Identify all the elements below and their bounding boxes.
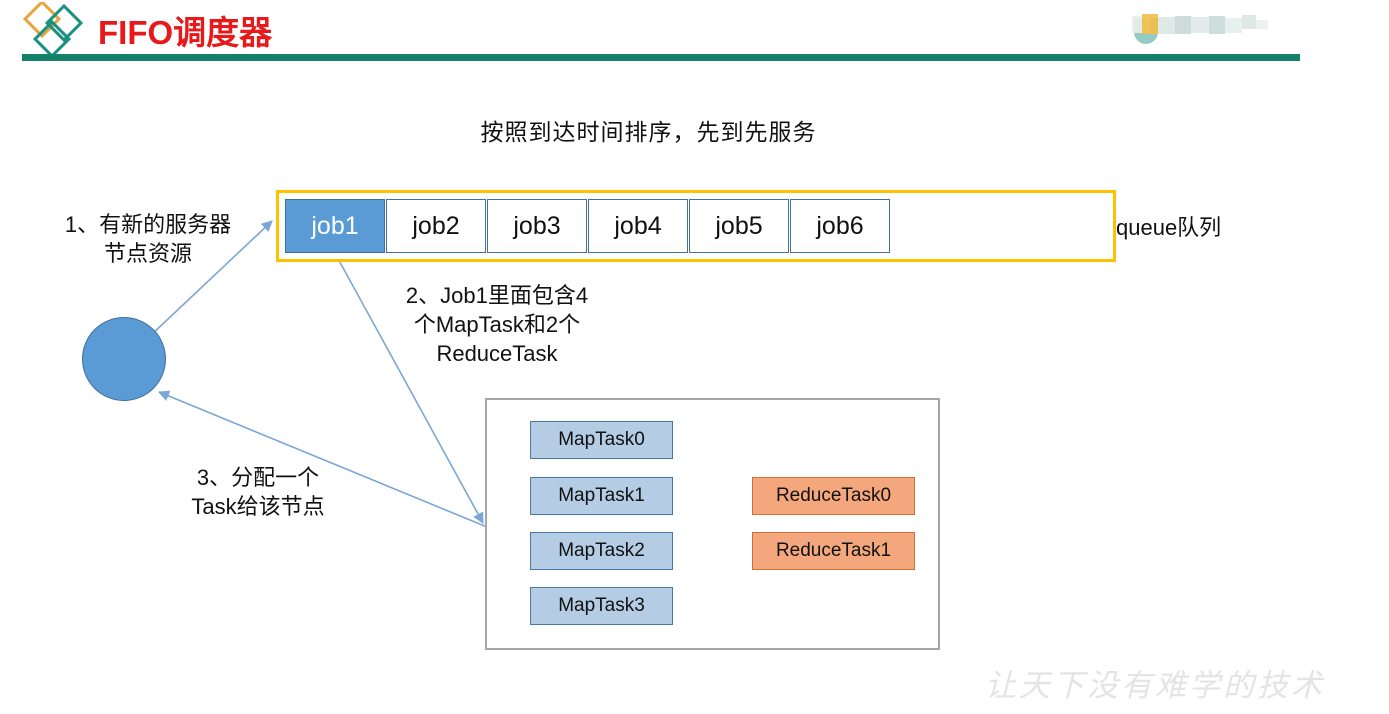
map-task-label: MapTask0 [558,429,645,450]
queue-label: queue队列 [1116,215,1222,240]
queue-cell-job2[interactable]: job2 [386,199,486,253]
map-task-chip[interactable]: MapTask1 [530,477,673,515]
slide-subtitle-text: 按照到达时间排序，先到先服务 [480,119,817,145]
queue-cell-job3[interactable]: job3 [487,199,587,253]
slide-subtitle: 按照到达时间排序，先到先服务 [0,113,1389,147]
map-task-label: MapTask3 [558,595,645,616]
queue-cell-list: job1 job2 job3 job4 job5 job6 [285,199,891,253]
queue-cell-job6[interactable]: job6 [790,199,890,253]
queue-cell-job4[interactable]: job4 [588,199,688,253]
queue-cell-label: job2 [412,211,460,240]
queue-cell-label: job3 [513,211,561,240]
callout-assign-task: 3、分配一个 Task给该节点 [191,465,325,520]
callout-job1-contents: 2、Job1里面包含4 个MapTask和2个 ReduceTask [405,283,589,367]
map-task-chip[interactable]: MapTask3 [530,587,673,625]
queue-cell-label: job1 [311,211,359,240]
reduce-task-chip[interactable]: ReduceTask0 [752,477,915,515]
reduce-task-chip[interactable]: ReduceTask1 [752,532,915,570]
map-task-label: MapTask1 [558,485,645,506]
queue-cell-job5[interactable]: job5 [689,199,789,253]
queue-cell-label: job4 [614,211,662,240]
queue-cell-job1[interactable]: job1 [285,199,385,253]
blurred-brand-watermark-icon [1128,8,1280,46]
page-title: FIFO调度器 [98,14,273,51]
header-divider [22,54,1300,61]
callout-new-server-node: 1、有新的服务器 节点资源 [64,212,232,267]
map-task-chip[interactable]: MapTask2 [530,532,673,570]
map-task-label: MapTask2 [558,540,645,561]
footer-watermark: 让天下没有难学的技术 [985,668,1325,704]
queue-cell-label: job5 [715,211,763,240]
queue-cell-label: job6 [816,211,864,240]
reduce-task-label: ReduceTask1 [775,540,892,561]
server-node-circle[interactable] [82,317,166,401]
map-task-chip[interactable]: MapTask0 [530,421,673,459]
reduce-task-label: ReduceTask0 [775,485,892,506]
three-diamonds-logo-icon [14,0,94,59]
